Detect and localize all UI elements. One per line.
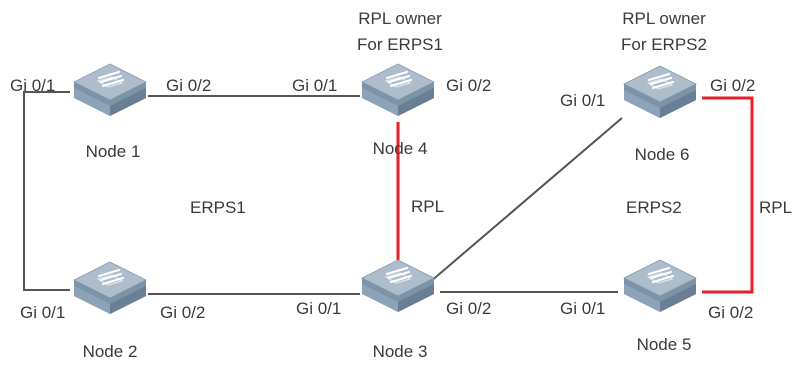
rpl-link-node6-node5 [702, 96, 754, 294]
port-node3-gi02: Gi 0/2 [446, 299, 491, 318]
switch-icon-node1 [72, 62, 148, 118]
switch-icon-node3 [360, 258, 436, 314]
node4-label: Node 4 [373, 139, 428, 158]
port-node3-gi01: Gi 0/1 [296, 299, 341, 318]
port-node2-gi02: Gi 0/2 [160, 303, 205, 322]
owner-erps2-line1: RPL owner [622, 9, 706, 28]
port-node4-gi02: Gi 0/2 [446, 76, 491, 95]
rpl-label-erps1: RPL [411, 197, 444, 216]
switch-icon-node5 [622, 258, 698, 314]
node1-label: Node 1 [86, 142, 141, 161]
owner-erps2-line2: For ERPS2 [621, 35, 707, 54]
port-node1-gi01: Gi 0/1 [10, 76, 55, 95]
port-node1-gi02: Gi 0/2 [166, 76, 211, 95]
port-node6-gi02: Gi 0/2 [710, 76, 755, 95]
node2-label: Node 2 [83, 342, 138, 361]
port-node5-gi02: Gi 0/2 [708, 303, 753, 322]
owner-erps1-line2: For ERPS1 [357, 35, 443, 54]
ring-label-erps1: ERPS1 [190, 198, 246, 217]
port-node4-gi01: Gi 0/1 [292, 76, 337, 95]
switch-icon-node4 [360, 62, 436, 118]
port-node6-gi01: Gi 0/1 [560, 91, 605, 110]
port-node2-gi01: Gi 0/1 [20, 303, 65, 322]
links [23, 91, 754, 295]
switch-icon-node6 [622, 64, 698, 120]
ring-label-erps2: ERPS2 [626, 198, 682, 217]
switch-icon-node2 [72, 260, 148, 316]
owner-erps1-line1: RPL owner [358, 9, 442, 28]
rpl-label-erps2: RPL [759, 198, 792, 217]
port-node5-gi01: Gi 0/1 [560, 299, 605, 318]
node3-label: Node 3 [373, 342, 428, 361]
link-node3-node6 [429, 117, 623, 283]
node6-label: Node 6 [635, 145, 690, 164]
node5-label: Node 5 [637, 335, 692, 354]
link-node1-node2 [23, 91, 70, 291]
